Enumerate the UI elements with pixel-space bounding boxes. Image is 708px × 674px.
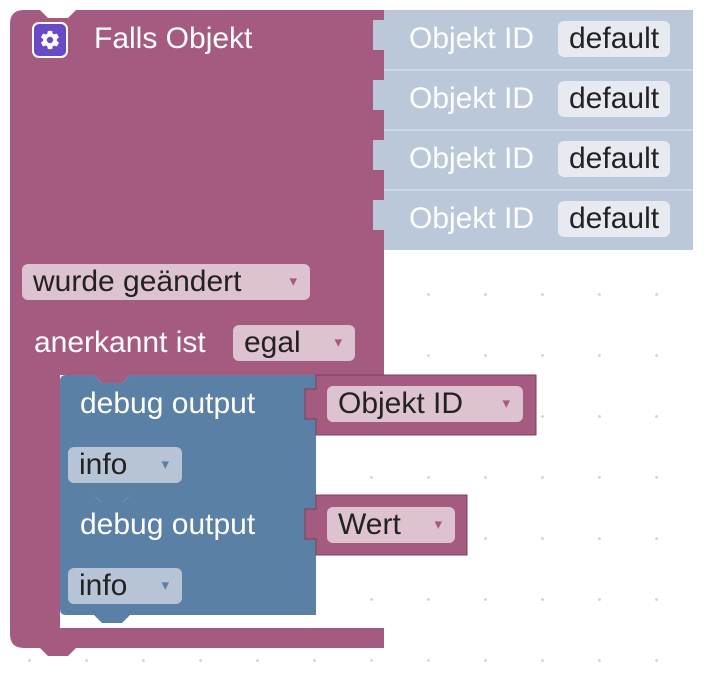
chevron-down-icon: ▾ <box>161 456 169 473</box>
chevron-down-icon: ▾ <box>334 334 342 351</box>
event-block-shape <box>10 10 384 656</box>
chevron-down-icon: ▾ <box>434 516 442 533</box>
debug-1-level-dropdown[interactable]: info ▾ <box>68 447 182 483</box>
gear-icon <box>41 30 59 50</box>
event-block-footer[interactable] <box>10 628 384 656</box>
ack-dropdown[interactable]: egal ▾ <box>233 325 355 361</box>
debug-1-arg-dropdown[interactable]: Objekt ID ▾ <box>327 386 523 422</box>
object-id-input-4[interactable]: default <box>558 201 671 237</box>
event-block-falls-objekt[interactable] <box>10 10 384 375</box>
object-id-label-1: Objekt ID <box>409 22 535 55</box>
object-id-input-3[interactable]: default <box>558 141 671 177</box>
object-id-input-1[interactable]: default <box>558 21 671 57</box>
ack-label: anerkannt ist <box>34 326 206 359</box>
chevron-down-icon: ▾ <box>502 395 510 412</box>
debug-2-arg-value: Wert <box>338 508 401 541</box>
debug-2-label: debug output <box>80 508 256 541</box>
object-id-label-3: Objekt ID <box>409 142 535 175</box>
debug-1-level-value: info <box>79 448 128 481</box>
debug-2-arg-dropdown[interactable]: Wert ▾ <box>327 507 455 543</box>
ack-dropdown-value: egal <box>244 326 301 359</box>
chevron-down-icon: ▾ <box>161 577 169 594</box>
debug-2-level-dropdown[interactable]: info ▾ <box>68 568 182 604</box>
chevron-down-icon: ▾ <box>289 273 297 290</box>
block-settings-button[interactable] <box>32 22 68 58</box>
object-id-label-4: Objekt ID <box>409 202 535 235</box>
object-id-input-2[interactable]: default <box>558 81 671 117</box>
debug-2-level-value: info <box>79 569 128 602</box>
event-block-title: Falls Objekt <box>94 22 253 55</box>
object-id-label-2: Objekt ID <box>409 82 535 115</box>
debug-1-arg-value: Objekt ID <box>338 387 464 420</box>
trigger-dropdown-value: wurde geändert <box>33 265 242 298</box>
trigger-dropdown[interactable]: wurde geändert ▾ <box>22 264 310 300</box>
debug-1-label: debug output <box>80 387 256 420</box>
